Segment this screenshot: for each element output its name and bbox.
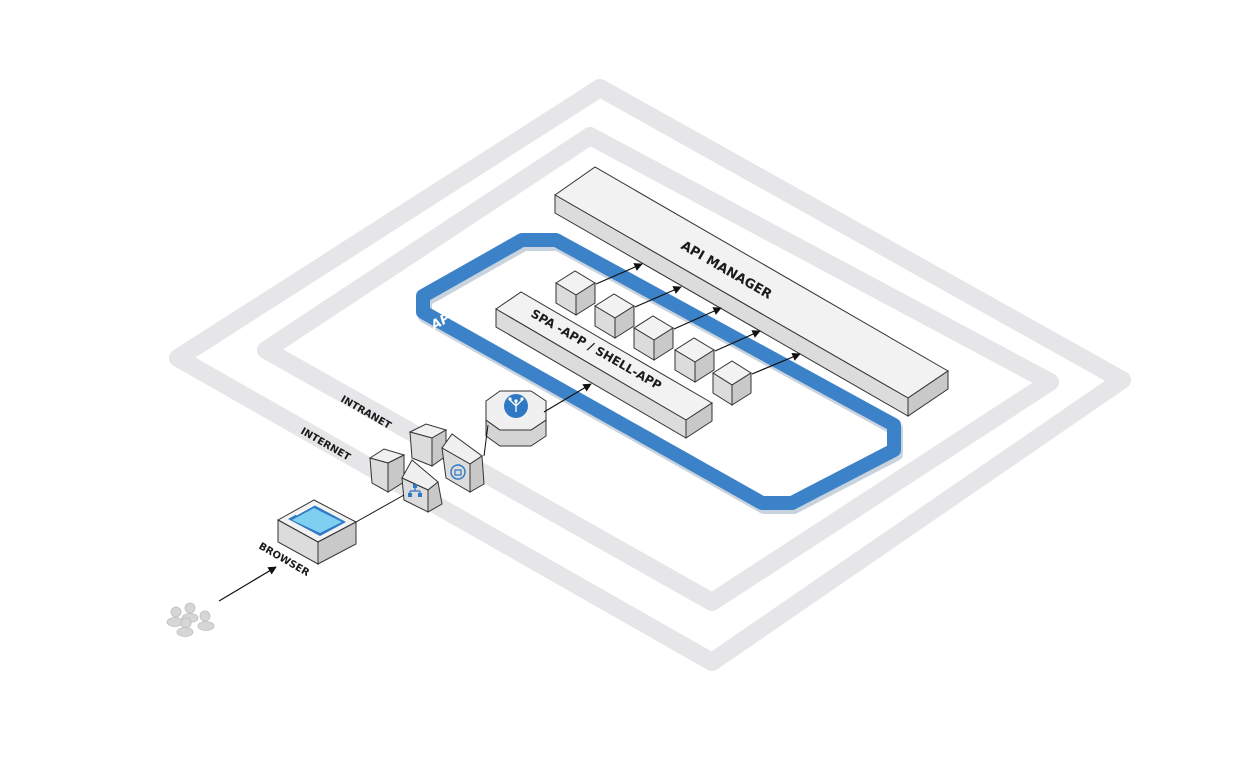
micro-app-cubes xyxy=(555,270,752,406)
outer-network-zone xyxy=(169,79,1131,671)
micro-app-cube xyxy=(594,293,635,339)
browser-to-lb-line xyxy=(355,494,405,523)
firewall-appliance xyxy=(441,433,485,493)
micro-app-cube xyxy=(633,315,674,361)
micro-app-cube xyxy=(712,360,752,406)
users-to-browser-arrow xyxy=(218,566,277,602)
micro-app-cube xyxy=(555,270,596,316)
inner-network-zone xyxy=(257,127,1059,611)
flow-arrow xyxy=(751,353,801,375)
router-to-spa-arrow xyxy=(543,383,592,413)
flow-arrow xyxy=(595,263,643,285)
gateway-to-router-line xyxy=(483,424,489,457)
api-manager-box: API MANAGER xyxy=(554,166,949,417)
browser-icon xyxy=(288,503,346,536)
users-icon xyxy=(166,602,215,637)
perimeter-devices xyxy=(368,423,485,513)
flow-arrow xyxy=(714,330,761,352)
micro-app-cube xyxy=(674,337,715,383)
flow-arrow xyxy=(634,286,682,308)
load-balancer-icon xyxy=(408,484,422,497)
cube-to-api-arrows xyxy=(595,263,801,375)
browser-box xyxy=(276,499,358,565)
router-hub xyxy=(485,390,547,447)
internet-appliance xyxy=(368,448,406,493)
intranet-appliance xyxy=(408,423,448,467)
flow-arrow xyxy=(673,307,722,330)
load-balancer-appliance xyxy=(401,459,443,513)
firewall-icon xyxy=(450,464,466,480)
